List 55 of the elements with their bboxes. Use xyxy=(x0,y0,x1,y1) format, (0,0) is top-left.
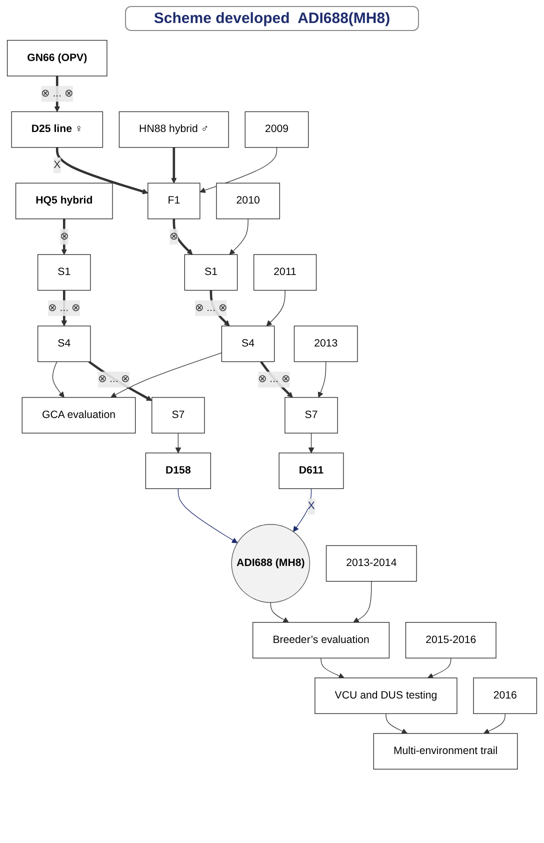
arrow xyxy=(172,218,193,255)
arrow xyxy=(110,352,222,398)
edge-label: ⊗ xyxy=(170,230,178,242)
edge-label: X xyxy=(54,159,61,171)
node-box: Multi-environment trail xyxy=(373,733,518,770)
arrow xyxy=(229,218,248,255)
edge-label: ⊗ ... ⊗ xyxy=(98,374,130,385)
arrow xyxy=(308,432,314,454)
edge-label: X xyxy=(308,500,315,512)
arrow xyxy=(320,658,344,679)
node-box: HQ5 hybrid xyxy=(15,182,113,220)
arrow xyxy=(56,147,148,194)
node-box: 2011 xyxy=(254,254,317,291)
node-box: HN88 hybrid ♂ xyxy=(118,111,229,148)
node-box: D25 line ♀ xyxy=(11,111,104,148)
node-circle: ADI688 (MH8) xyxy=(231,524,310,603)
node-box: GN66 (OPV) xyxy=(6,40,108,76)
arrow xyxy=(178,488,238,544)
arrow xyxy=(171,147,177,184)
arrow xyxy=(386,713,408,734)
node-box: 2009 xyxy=(244,111,309,148)
node-box: Breeder’s evaluation xyxy=(252,622,390,658)
edge-label: ⊗ ... ⊗ xyxy=(48,302,80,314)
node-box: VCU and DUS testing xyxy=(314,678,458,714)
arrow xyxy=(52,361,64,398)
arrow xyxy=(200,147,278,193)
edge-label: ⊗ xyxy=(60,230,68,242)
arrow xyxy=(270,602,289,623)
edge-label: ⊗ ... ⊗ xyxy=(41,88,74,100)
arrow xyxy=(293,488,312,532)
node-box: 2016 xyxy=(473,678,538,714)
node-box: D611 xyxy=(278,452,344,489)
node-box: S4 xyxy=(38,326,91,362)
arrow xyxy=(88,360,152,401)
node-box: S7 xyxy=(284,397,338,434)
node-box: S7 xyxy=(152,397,205,434)
node-box: D158 xyxy=(145,452,211,489)
edge-label: ⊗ ... ⊗ xyxy=(195,302,227,314)
arrow xyxy=(484,713,506,734)
arrow xyxy=(318,361,326,398)
node-box: S1 xyxy=(184,254,238,291)
edge-label: ⊗ ... ⊗ xyxy=(258,374,290,385)
node-box: GCA evaluation xyxy=(22,397,136,434)
arrow xyxy=(266,290,286,326)
node-box: F1 xyxy=(148,182,200,220)
diagram-title: Scheme developed ADI688(MH8) xyxy=(124,6,420,31)
node-box: 2013 xyxy=(294,326,358,362)
arrow xyxy=(353,580,372,623)
arrow xyxy=(427,658,452,679)
node-box: 2010 xyxy=(216,182,280,220)
node-box: 2013-2014 xyxy=(326,545,417,582)
node-box: S1 xyxy=(38,254,91,291)
node-box: 2015-2016 xyxy=(405,622,496,658)
node-box: S4 xyxy=(221,326,275,362)
arrow xyxy=(175,432,182,454)
